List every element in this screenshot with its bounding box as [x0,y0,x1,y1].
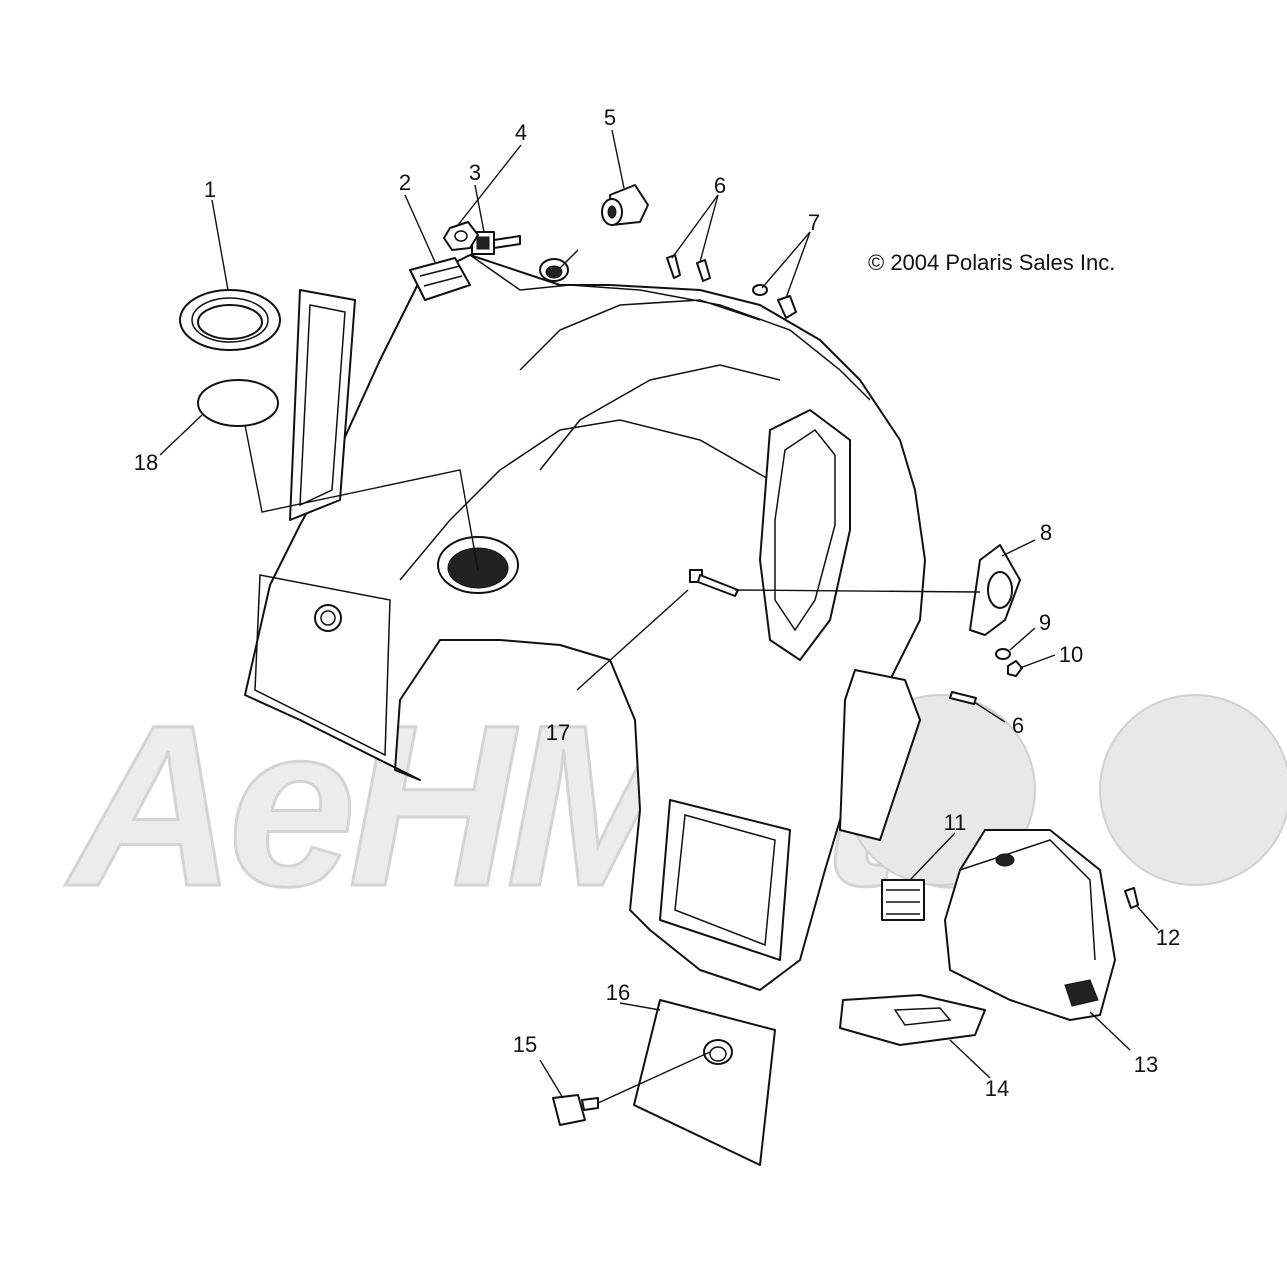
bolt [689,569,739,597]
callout-2: 2 [399,170,411,195]
callout-14: 14 [985,1076,1009,1101]
hex-nut [443,221,479,251]
lock-nut [1007,660,1023,677]
gauge-bezel [179,289,281,351]
callout-13: 13 [1134,1052,1158,1077]
callout-15: 15 [513,1032,537,1057]
ignition-key [471,231,521,255]
access-panel [633,999,776,1166]
callout-8: 8 [1040,520,1052,545]
callout-16: 16 [606,980,630,1005]
ignition-switch [601,184,649,226]
bolt [949,691,977,705]
callout-12: 12 [1156,925,1180,950]
callout-1: 1 [204,177,216,202]
callouts: 1 2 3 4 5 6 6 7 8 9 10 11 12 13 14 15 16… [134,105,1180,1101]
callout-6-right: 6 [1012,713,1024,738]
screw [1124,887,1139,909]
callout-9: 9 [1039,610,1051,635]
screw [666,254,711,282]
callout-4: 4 [515,120,527,145]
mounting-plate [839,994,986,1046]
washer [995,648,1011,660]
panel-fastener [552,1094,599,1126]
watermark-wheel-icon [1099,694,1287,886]
electrical-connector [881,879,925,921]
hood-body [244,254,926,991]
callout-18: 18 [134,450,158,475]
copyright-text: © 2004 Polaris Sales Inc. [868,250,1115,275]
callout-3: 3 [469,160,481,185]
callout-10: 10 [1059,642,1083,667]
mounting-bracket [969,544,1021,636]
callout-17: 17 [546,720,570,745]
callout-11: 11 [944,810,967,835]
callout-7: 7 [808,210,820,235]
gauge-gasket [197,379,279,427]
callout-5: 5 [604,105,616,130]
callout-6-top: 6 [714,173,726,198]
storage-box [944,829,1116,1021]
leader-lines [159,129,1159,1104]
